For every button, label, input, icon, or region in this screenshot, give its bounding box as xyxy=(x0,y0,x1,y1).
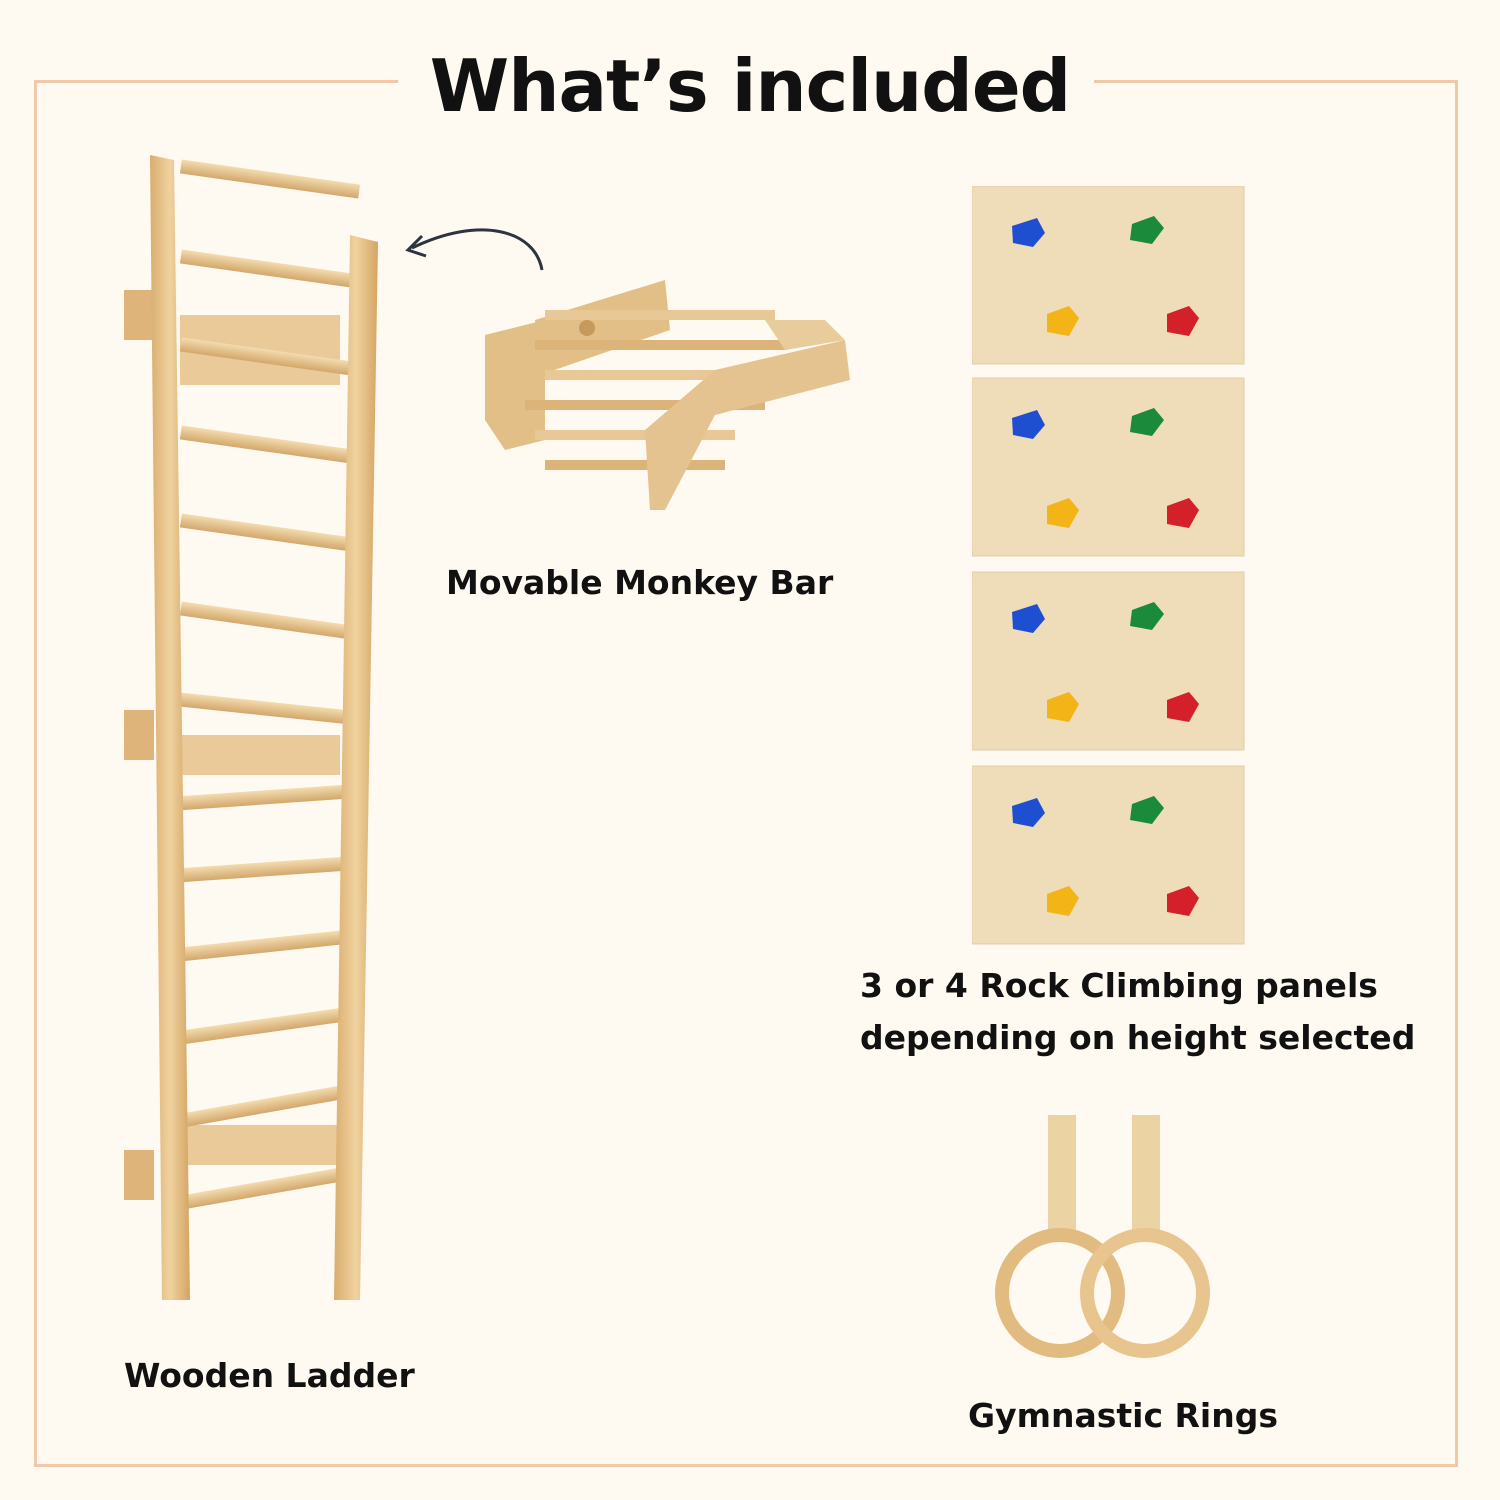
wooden-ladder-label: Wooden Ladder xyxy=(124,1356,415,1395)
page-title: What’s included xyxy=(429,44,1071,128)
gymnastic-rings-label: Gymnastic Rings xyxy=(968,1396,1279,1435)
climbing-panels-label-line1: 3 or 4 Rock Climbing panels xyxy=(860,966,1378,1005)
climbing-panels-group xyxy=(972,186,1248,946)
frame-top-left xyxy=(34,80,398,83)
wooden-ladder-icon xyxy=(110,150,400,1310)
climbing-panel-icon xyxy=(972,571,1245,751)
monkey-bar-icon xyxy=(465,280,865,520)
frame-top-right xyxy=(1094,80,1458,83)
frame-bottom xyxy=(34,1464,1458,1467)
monkey-bar-label: Movable Monkey Bar xyxy=(446,563,834,602)
climbing-panel-icon xyxy=(972,186,1245,365)
climbing-panel-icon xyxy=(972,377,1245,557)
frame-left xyxy=(34,80,37,1467)
gymnastic-rings-icon xyxy=(990,1115,1230,1375)
frame-right xyxy=(1455,80,1458,1467)
curved-arrow-icon xyxy=(400,210,560,280)
climbing-panel-icon xyxy=(972,765,1245,945)
climbing-panels-label-line2: depending on height selected xyxy=(860,1018,1416,1057)
